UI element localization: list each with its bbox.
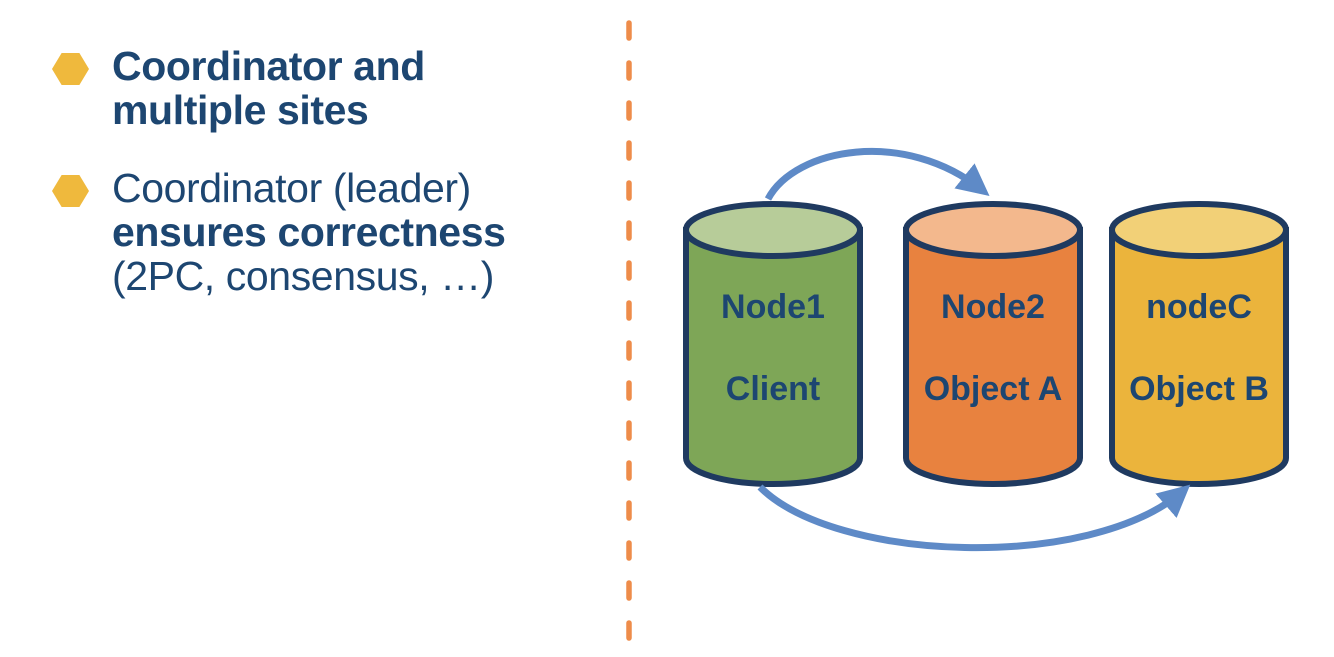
cylinder-body [903,227,1083,487]
bullet-list: Coordinator and multiple sites Coordinat… [52,44,592,298]
node-subtitle: Object A [924,370,1063,408]
cylinder-body [1109,227,1289,487]
bullet-line: Coordinator and [112,43,425,89]
node-title: nodeC [1146,288,1252,326]
bullet-line: ensures correctness [112,209,506,255]
bullet-text: Coordinator and multiple sites [112,44,425,132]
bullet-line: multiple sites [112,87,369,133]
bullet-item: Coordinator (leader) ensures correctness… [52,166,592,298]
node-title: Node1 [721,288,825,326]
arrow-node1-to-node2 [764,148,990,201]
cylinder-top [683,201,863,259]
node-title: Node2 [941,288,1045,326]
bullet-line: Coordinator (leader) [112,165,471,211]
arrow-node1-to-nodec [757,484,1191,552]
cylinder-node2: Node2 Object A [903,201,1083,487]
bullet-text: Coordinator (leader) ensures correctness… [112,166,506,298]
bullet-line: (2PC, consensus, …) [112,253,495,299]
cylinder-body [683,227,863,487]
cylinder-nodec: nodeC Object B [1109,201,1289,487]
cylinder-top [903,201,1083,259]
node-subtitle: Object B [1129,370,1269,408]
cylinder-node1: Node1 Client [683,201,863,487]
node-subtitle: Client [726,370,820,408]
bullet-item: Coordinator and multiple sites [52,44,592,132]
cylinder-top [1109,201,1289,259]
